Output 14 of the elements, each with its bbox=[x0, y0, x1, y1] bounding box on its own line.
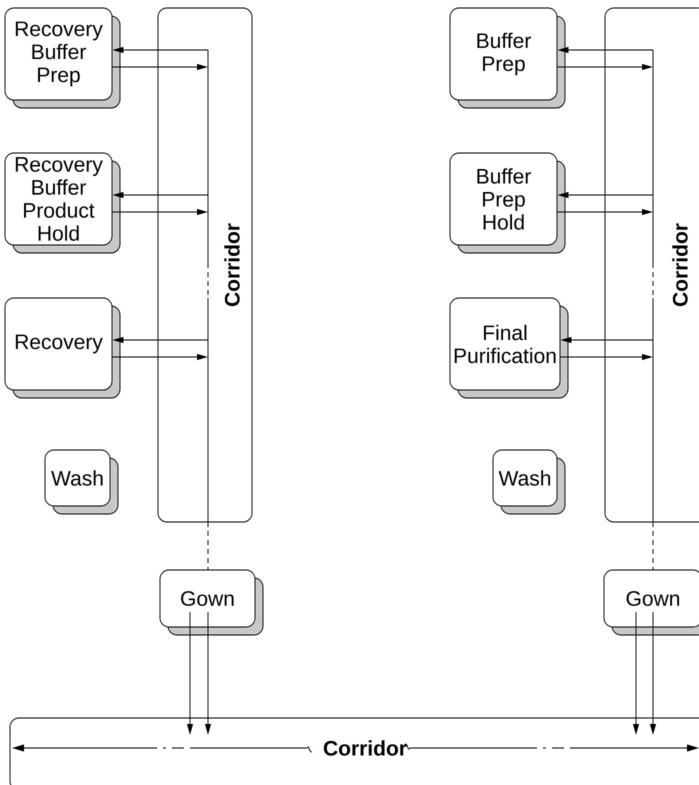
corridor-box: Corridor bbox=[158, 8, 252, 522]
room-box: Recovery Buffer Prep bbox=[4, 8, 120, 108]
connector-line bbox=[652, 522, 654, 570]
room-box: Final Purification bbox=[450, 298, 568, 398]
gown-box: Gown bbox=[160, 570, 264, 636]
corridor-box: Corridor bbox=[604, 8, 699, 522]
room-box: Wash bbox=[44, 450, 118, 514]
corridor-box: Corridor bbox=[10, 718, 699, 785]
room-box: Recovery bbox=[4, 298, 120, 398]
room-box: Recovery Buffer Product Hold bbox=[4, 152, 120, 254]
gown-box: Gown bbox=[604, 570, 699, 636]
room-box: Wash bbox=[492, 450, 566, 514]
room-box: Buffer Prep bbox=[450, 8, 566, 108]
room-box: Buffer Prep Hold bbox=[450, 152, 566, 254]
